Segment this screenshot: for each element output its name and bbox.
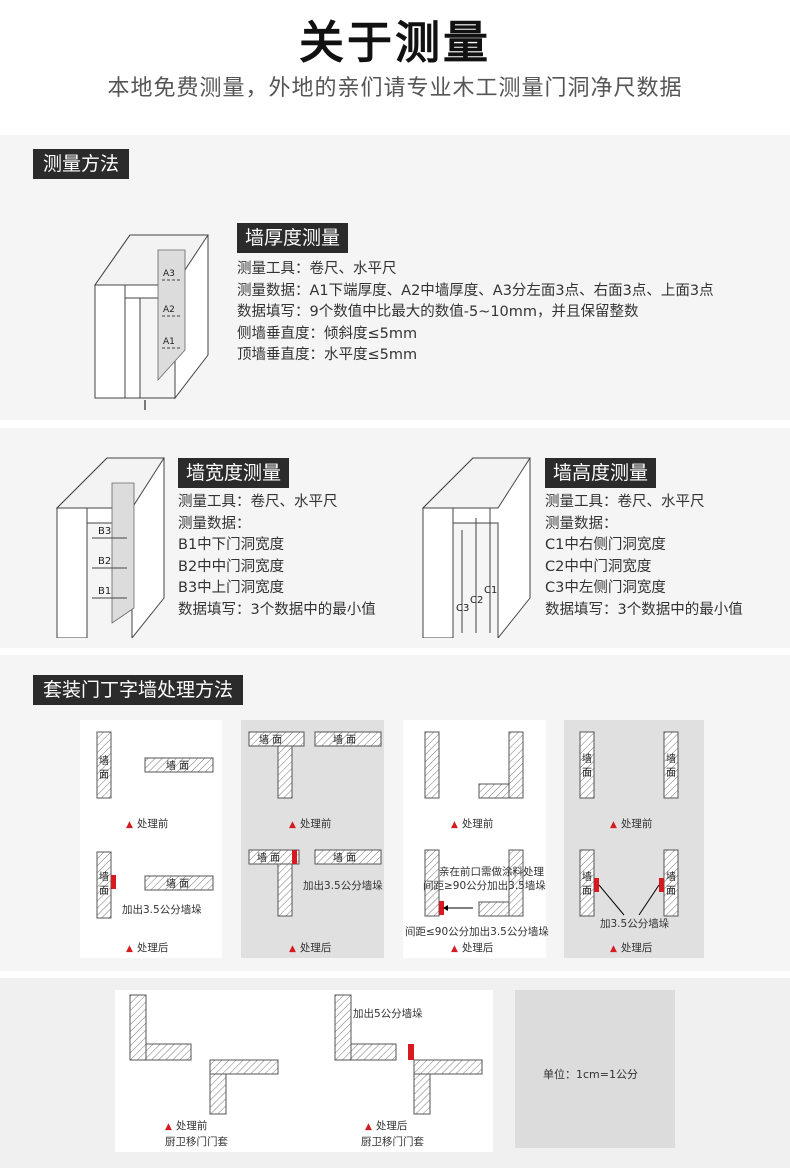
width-line: B1中下门洞宽度	[178, 537, 285, 554]
svg-text:墙: 墙	[666, 870, 676, 883]
method-panel-width-height: B3 B2 B1 墙宽度测量 测量工具：卷尺、水平尺 测量数据： B1中下门洞宽…	[0, 428, 790, 648]
card-4-after: ▲处理后	[610, 942, 653, 954]
card-1-before: ▲处理前	[126, 818, 169, 830]
kitchen-name-before: 厨卫移门门套	[165, 1136, 228, 1148]
mark-a1: A1	[163, 337, 175, 347]
card-1-note: 加出3.5公分墙垛	[122, 904, 202, 916]
svg-text:面: 面	[582, 886, 592, 897]
svg-text:墙: 墙	[99, 870, 109, 883]
kitchen-panel: 加出5公分墙垛 ▲处理前 厨卫移门门套 ▲处理后 厨卫移门门套 单位：1cm=1…	[0, 978, 790, 1168]
card-4-note: 加3.5公分墙垛	[600, 918, 670, 930]
kitchen-after: ▲处理后	[365, 1120, 408, 1132]
kitchen-before: ▲处理前	[165, 1120, 208, 1132]
height-line: 测量数据：	[545, 515, 618, 532]
card-4-before: ▲处理前	[610, 818, 653, 830]
kitchen-card: 加出5公分墙垛 ▲处理前 厨卫移门门套 ▲处理后 厨卫移门门套	[115, 990, 493, 1152]
mark-a2: A2	[163, 305, 175, 315]
mark-b2: B2	[98, 556, 111, 567]
svg-text:面: 面	[99, 770, 109, 781]
width-line: 测量工具：卷尺、水平尺	[178, 494, 338, 510]
card-2-note: 加出3.5公分墙垛	[303, 880, 383, 892]
width-title: 墙宽度测量	[178, 458, 290, 488]
svg-text:面: 面	[99, 886, 109, 897]
method-panel-thickness: 测量方法 A3 A2 A1 墙厚度测量 测量工具：卷尺、水平尺 测量数据：A1下…	[0, 135, 790, 420]
tjunction-card-1: 墙面 墙 面 墙面 墙 面 ▲处理前 加出3.5公分墙垛 ▲处理后	[80, 720, 222, 958]
height-line: 数据填写：3个数据中的最小值	[545, 601, 743, 618]
card-1-after: ▲处理后	[126, 942, 169, 954]
width-line: 测量数据：	[178, 515, 251, 532]
kitchen-name-after: 厨卫移门门套	[361, 1136, 424, 1148]
card-3-note-1: 亲在前口需做涂料处理	[439, 866, 544, 878]
mark-c1: C1	[484, 585, 497, 596]
thickness-title: 墙厚度测量	[237, 223, 349, 253]
kitchen-diagram	[129, 994, 483, 1115]
width-line: 数据填写：3个数据中的最小值	[178, 601, 376, 618]
svg-text:墙: 墙	[582, 752, 592, 765]
thickness-illustration: A3 A2 A1	[94, 234, 209, 410]
svg-text:面: 面	[666, 768, 676, 779]
svg-text:墙: 墙	[582, 870, 592, 883]
card-3-before: ▲处理前	[451, 818, 494, 830]
card-3-note-2: 间距≥90公分加出3.5墙垛	[423, 880, 546, 892]
width-illustration: B3 B2 B1	[55, 457, 165, 638]
svg-text:墙 面: 墙 面	[166, 759, 189, 772]
mark-a3: A3	[163, 269, 175, 279]
width-line: B3中上门洞宽度	[178, 580, 285, 597]
svg-text:墙 面: 墙 面	[166, 877, 189, 890]
thickness-line: 数据填写：9个数值中比最大的数值-5~10mm，并且保留整数	[237, 304, 639, 321]
svg-text:墙: 墙	[666, 752, 676, 765]
card-3-after: ▲处理后	[451, 942, 494, 954]
tjunction-tag: 套装门丁字墙处理方法	[33, 675, 244, 705]
thickness-text: 测量工具：卷尺、水平尺 测量数据：A1下端厚度、A2中墙厚度、A3分左面3点、右…	[237, 259, 714, 367]
unit-box	[515, 990, 675, 1148]
card-2-after: ▲处理后	[289, 942, 332, 954]
svg-text:墙 面: 墙 面	[333, 851, 356, 864]
tjunction-card-2: 墙 面 墙 面 墙 面 墙 面 ▲处理前 加出3.5公分墙垛 ▲处理后	[241, 720, 384, 958]
kitchen-add5: 加出5公分墙垛	[353, 1008, 423, 1020]
page-title: 关于测量	[298, 16, 491, 69]
width-line: B2中中门洞宽度	[178, 558, 285, 575]
height-line: C1中右侧门洞宽度	[545, 537, 666, 554]
mark-c3: C3	[456, 603, 469, 614]
tjunction-card-4: 墙面 墙面 墙面 墙面 ▲处理前 加3.5公分墙垛 ▲处理后	[564, 720, 704, 958]
mark-c2: C2	[470, 595, 483, 606]
svg-text:墙 面: 墙 面	[257, 851, 280, 864]
card-3-note-3: 间距≤90公分加出3.5公分墙垛	[405, 926, 549, 938]
thickness-line: 测量数据：A1下端厚度、A2中墙厚度、A3分左面3点、右面3点、上面3点	[237, 282, 714, 299]
svg-text:墙 面: 墙 面	[259, 733, 282, 746]
thickness-line: 侧墙垂直度：倾斜度≤5mm	[237, 325, 418, 342]
tjunction-card-3: ▲处理前 亲在前口需做涂料处理 间距≥90公分加出3.5墙垛 间距≤90公分加出…	[403, 720, 549, 958]
height-line: C3中左侧门洞宽度	[545, 580, 666, 597]
card-4-diagram: 墙面 墙面 墙面 墙面	[579, 731, 679, 917]
method-tag: 测量方法	[33, 149, 130, 179]
svg-text:面: 面	[582, 768, 592, 779]
thickness-line: 顶墙垂直度：水平度≤5mm	[237, 347, 418, 364]
mark-b1: B1	[98, 586, 111, 597]
height-title: 墙高度测量	[545, 458, 657, 488]
width-text: 测量工具：卷尺、水平尺 测量数据： B1中下门洞宽度 B2中中门洞宽度 B3中上…	[178, 492, 376, 622]
svg-text:面: 面	[666, 886, 676, 897]
tjunction-panel: 套装门丁字墙处理方法 墙面 墙 面 墙面 墙 面 ▲处理前 加出3.5公分墙垛 …	[0, 655, 790, 971]
page-subtitle: 本地免费测量，外地的亲们请专业木工测量门洞净尺数据	[107, 76, 683, 101]
mark-b3: B3	[98, 526, 111, 537]
height-illustration: C1 C2 C3	[421, 457, 531, 638]
card-1-diagram: 墙面 墙 面 墙面 墙 面	[96, 731, 214, 919]
height-line: 测量工具：卷尺、水平尺	[545, 494, 705, 510]
svg-text:墙: 墙	[99, 754, 109, 767]
svg-text:墙 面: 墙 面	[333, 733, 356, 746]
card-2-diagram: 墙 面 墙 面 墙 面 墙 面	[248, 731, 382, 917]
card-3-diagram	[424, 731, 524, 917]
unit-text: 单位：1cm=1公分	[543, 1068, 638, 1081]
card-2-before: ▲处理前	[289, 818, 332, 830]
thickness-line: 测量工具：卷尺、水平尺	[237, 261, 397, 277]
height-text: 测量工具：卷尺、水平尺 测量数据： C1中右侧门洞宽度 C2中中门洞宽度 C3中…	[545, 492, 743, 622]
height-line: C2中中门洞宽度	[545, 558, 652, 575]
